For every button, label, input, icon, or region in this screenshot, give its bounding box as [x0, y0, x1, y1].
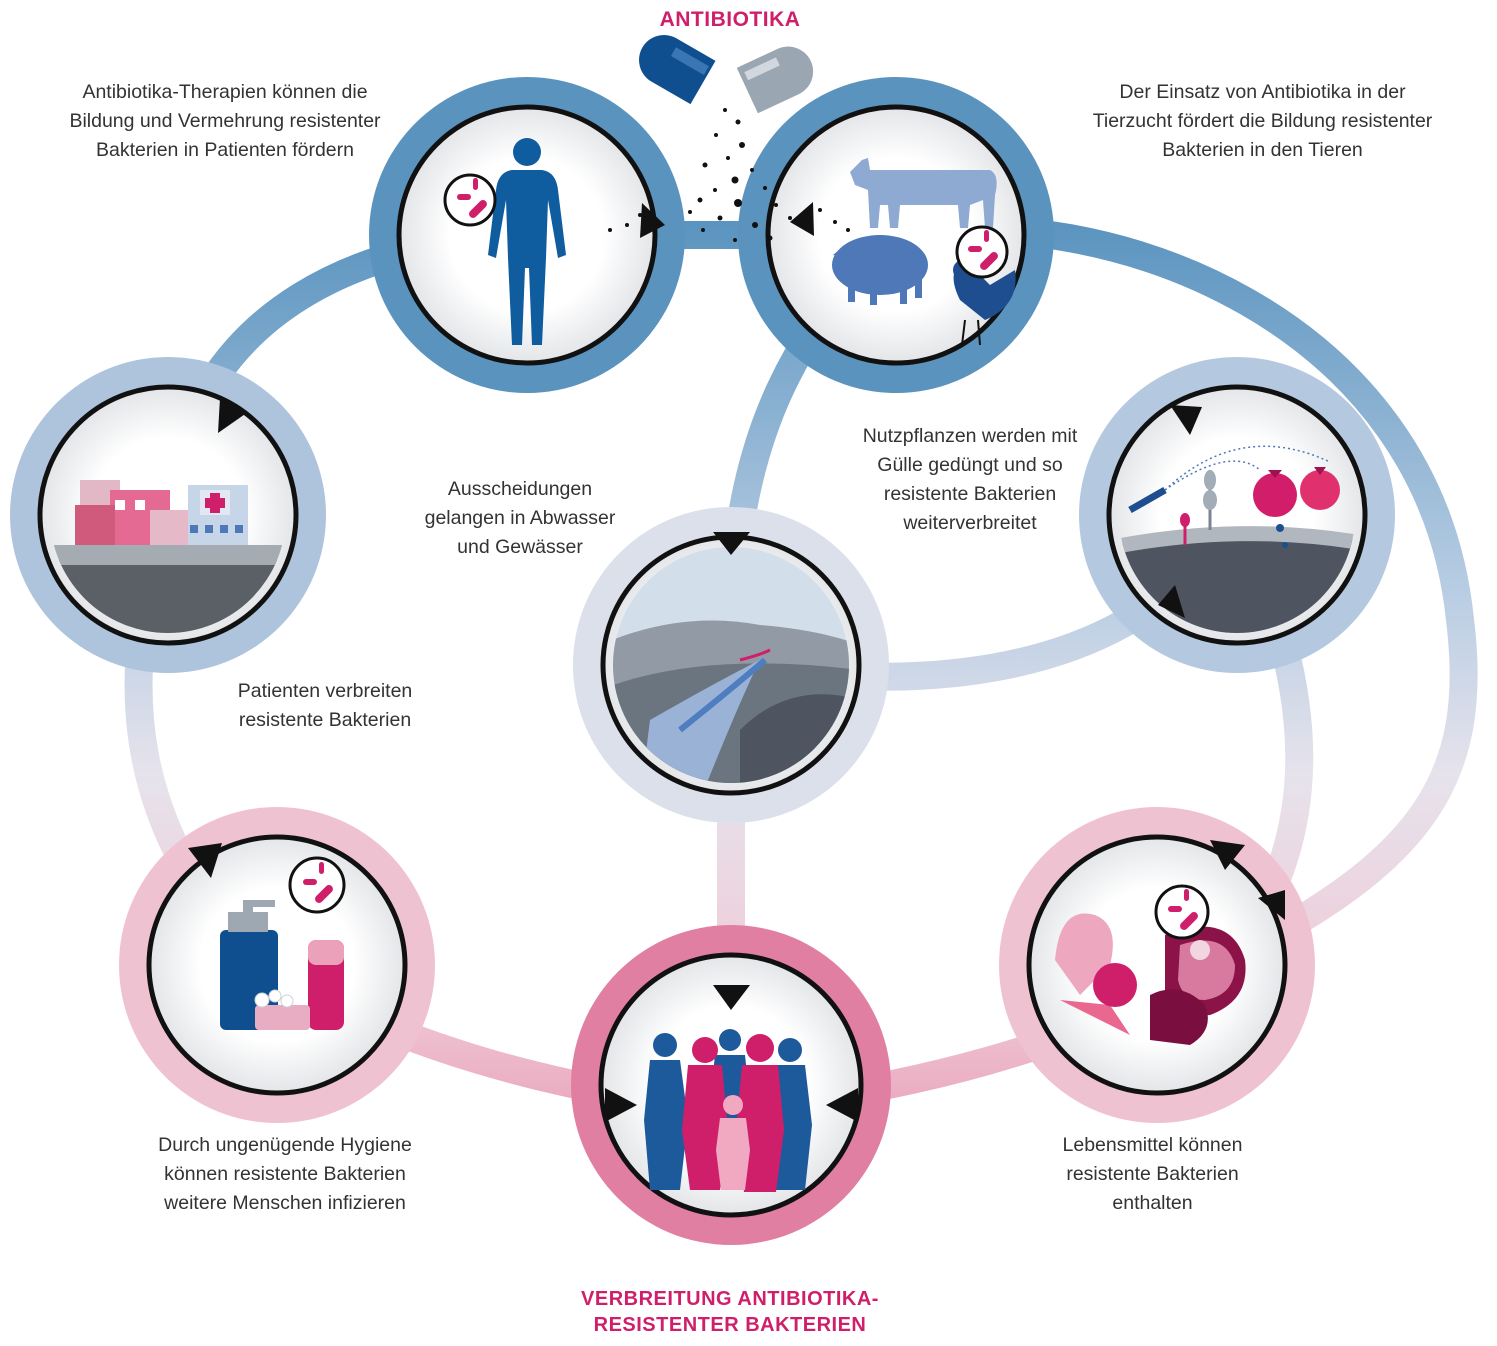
arrow-into-people-left [605, 1088, 637, 1122]
crowd-people-icon [644, 1029, 812, 1192]
arrow-into-river [713, 532, 750, 555]
arrow-into-animals [790, 202, 814, 236]
arrow-into-field-bottom [1158, 585, 1185, 618]
city-hospital-icon [50, 480, 286, 633]
arrow-into-food-2 [1258, 890, 1285, 920]
soap-bottles-icon [220, 856, 346, 1030]
arrow-into-hygiene [188, 843, 222, 878]
caption-wastewater: Ausscheidungen gelangen in Abwasser und … [424, 478, 616, 558]
caption-patients: Antibiotika-Therapien können die Bildung… [69, 81, 381, 161]
crops-irrigation-icon [1119, 445, 1355, 633]
caption-crops: Nutzpflanzen werden mit Gülle gedüngt un… [862, 425, 1078, 534]
bacteria-badge-icon [443, 173, 497, 227]
track-outer-loop [154, 215, 1478, 969]
human-figure-icon [488, 138, 566, 345]
flow-arrows [188, 202, 1285, 1122]
capsule-icon [639, 35, 814, 114]
title-spread-line-1: VERBREITUNG ANTIBIOTIKA- [581, 1288, 879, 1310]
title-spread-line-2: RESISTENTER BAKTERIEN [593, 1314, 867, 1336]
station-animals [738, 77, 1054, 393]
animals-icon [832, 158, 1016, 346]
caption-food: Lebensmittel können resistente Bakterien… [1062, 1134, 1243, 1214]
caption-spread: Patienten verbreiten resistente Bakterie… [237, 680, 413, 731]
powder-particles [608, 108, 850, 242]
arrow-into-people-right [826, 1088, 858, 1122]
caption-hygiene: Durch ungenügende Hygiene können resiste… [158, 1134, 412, 1214]
food-icon [1055, 884, 1246, 1045]
arrow-into-people-top [713, 985, 750, 1010]
caption-animals: Der Einsatz von Antibiotika in der Tierz… [1092, 81, 1433, 161]
arrow-into-patient [640, 203, 665, 238]
arrow-into-field-top [1170, 405, 1202, 435]
title-antibiotika: ANTIBIOTIKA [659, 8, 801, 31]
station-food [999, 807, 1315, 1123]
arrow-into-city [218, 398, 248, 433]
arrow-into-food-1 [1210, 840, 1245, 870]
